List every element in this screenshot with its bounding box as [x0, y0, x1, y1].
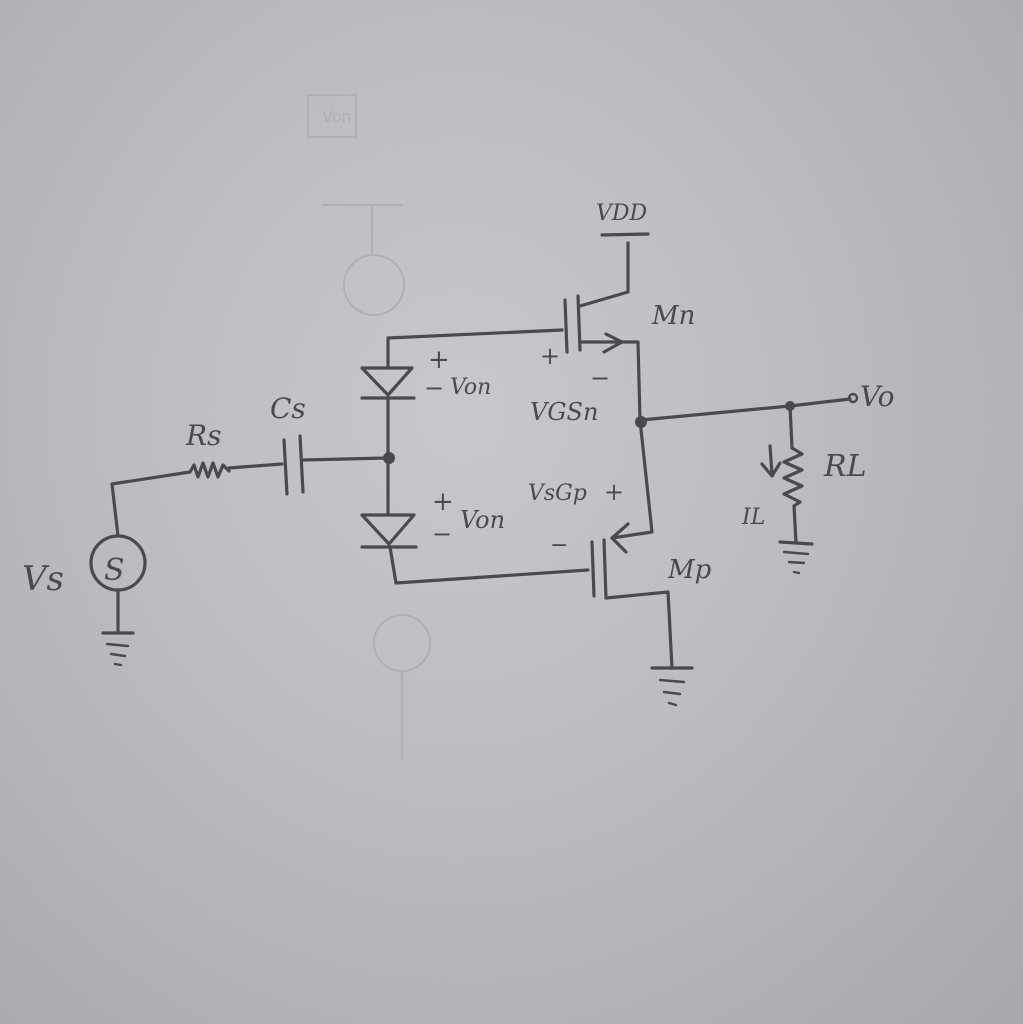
pmos-transistor: Mp: [590, 418, 712, 707]
vgsn-label: VGSn: [530, 398, 598, 426]
source-symbol: S: [104, 553, 125, 588]
von-bottom-plus: +: [432, 487, 454, 517]
von-top-plus: +: [428, 345, 450, 375]
vgsn-plus: +: [540, 342, 560, 370]
voltage-annotations: + − Von + − VGSn + − Von VsGp + −: [424, 342, 624, 558]
nmos-transistor: VDD Mn: [386, 201, 695, 422]
von-top-minus: −: [424, 374, 444, 402]
output-load: Vo RL IL: [635, 380, 895, 575]
cs-label: Cs: [270, 392, 306, 425]
rl-label: RL: [823, 449, 867, 484]
vs-label: Vs: [22, 559, 64, 599]
vdd-label: VDD: [596, 201, 648, 226]
mn-label: Mn: [651, 301, 695, 331]
bias-node: [383, 452, 395, 464]
vo-terminal: [847, 392, 859, 404]
von-top-label: Von: [450, 375, 491, 400]
mp-label: Mp: [667, 555, 712, 585]
cs-capacitor: Cs: [270, 392, 390, 496]
von-bottom-minus: −: [432, 520, 452, 548]
voltage-source: S Vs: [22, 470, 192, 667]
ghost-label: Von: [322, 107, 352, 126]
von-bottom-label: Von: [460, 506, 505, 534]
il-label: IL: [741, 505, 765, 530]
vo-label: Vo: [860, 380, 895, 413]
ghost-drawing: Von: [307, 94, 431, 761]
output-node: [635, 416, 647, 428]
rs-resistor: Rs: [185, 419, 284, 479]
vgsn-minus: −: [590, 364, 610, 392]
vsgp-label: VsGp: [528, 481, 587, 506]
vsgp-plus: +: [604, 478, 624, 506]
vsgp-minus: −: [550, 533, 568, 558]
rs-label: Rs: [185, 419, 221, 452]
diode-string: [360, 338, 590, 585]
